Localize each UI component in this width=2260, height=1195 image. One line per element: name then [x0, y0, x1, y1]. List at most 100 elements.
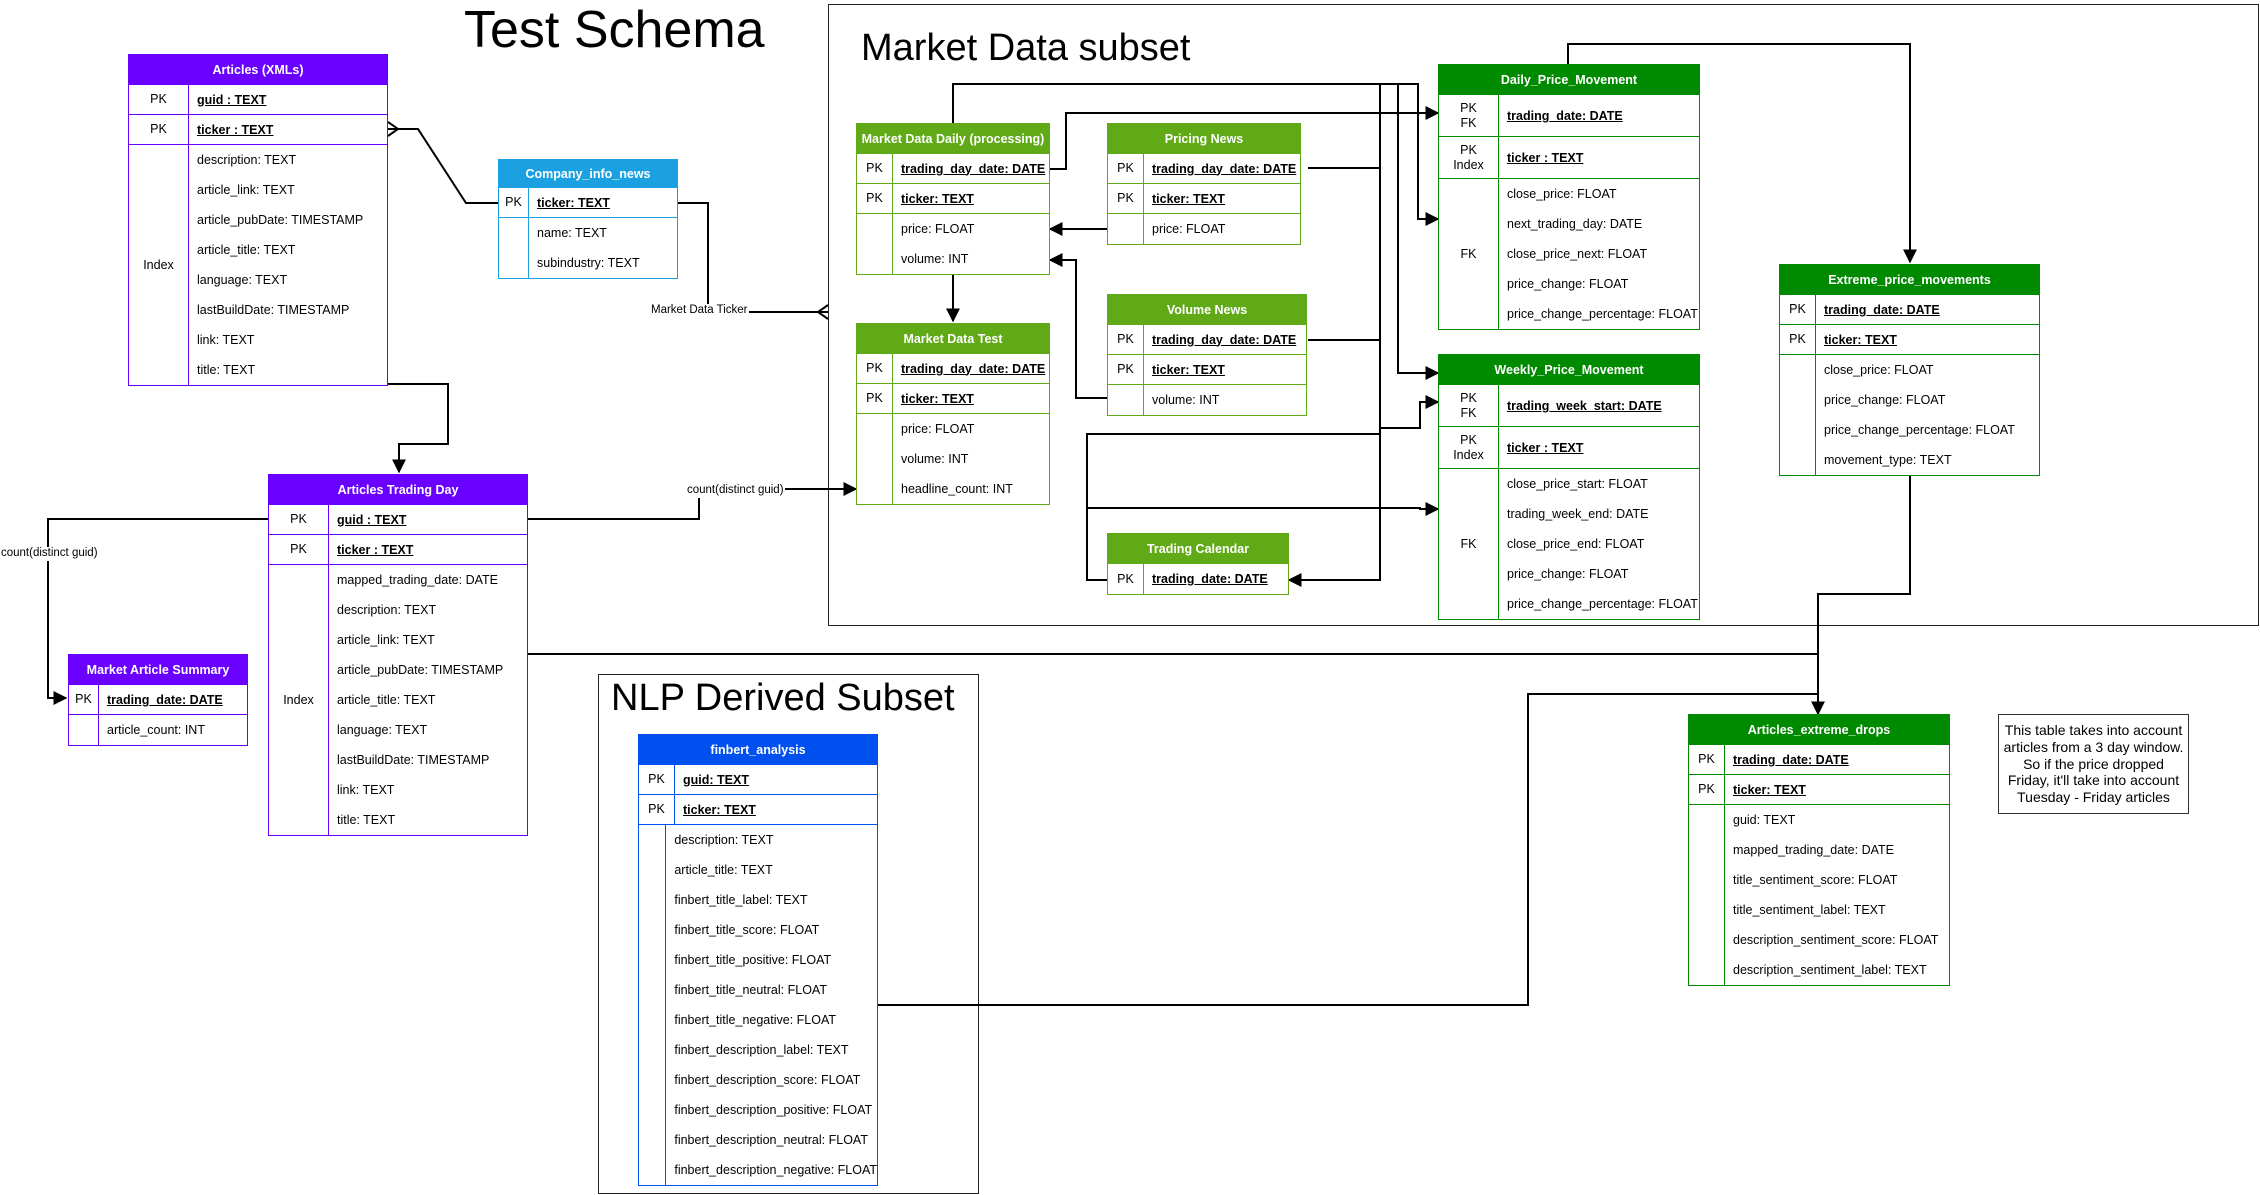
key-cell: PK	[1108, 184, 1144, 213]
field-name: name: TEXT	[537, 226, 607, 240]
key-label: PK	[1698, 782, 1715, 797]
field-name: language: TEXT	[197, 273, 288, 287]
field-name: ticker: TEXT	[683, 802, 756, 817]
table-title: finbert_analysis	[639, 735, 877, 765]
field-name: guid : TEXT	[337, 512, 407, 527]
field-name: trading_day_date: DATE	[1152, 332, 1297, 347]
field-name: close_price_start: FLOAT	[1507, 477, 1648, 491]
key-label: PK	[150, 122, 167, 137]
fields: guid : TEXT	[329, 505, 527, 534]
key-label: PK	[1117, 571, 1134, 586]
key-label: PK	[648, 772, 665, 787]
field-name: price_change_percentage: FLOAT	[1824, 423, 2015, 437]
table-title: Trading Calendar	[1108, 534, 1288, 564]
key-label: FK	[1460, 246, 1477, 261]
field-name: trading_date: DATE	[1507, 108, 1623, 123]
table-title: Articles_extreme_drops	[1689, 715, 1949, 745]
key-cell: PK	[129, 115, 189, 144]
fields: ticker: TEXT	[1144, 355, 1306, 384]
field-name: trading_day_date: DATE	[1152, 161, 1297, 176]
key-label: PK	[75, 692, 92, 707]
key-cell	[1780, 355, 1816, 475]
field-name: trading_date: DATE	[107, 692, 223, 707]
edge-company-market	[678, 202, 828, 313]
field-name: price_change_percentage: FLOAT	[1507, 307, 1698, 321]
field-name: article_count: INT	[107, 723, 205, 737]
fields: mapped_trading_date: DATE description: TE…	[329, 565, 527, 835]
pk-row: PK trading_day_date: DATE	[1108, 154, 1300, 184]
key-label: PK	[866, 161, 883, 176]
field-name: trading_day_date: DATE	[901, 361, 1046, 376]
field-name: ticker: TEXT	[901, 391, 974, 406]
table-title: Extreme_price_movements	[1780, 265, 2039, 295]
key-cell: PK	[269, 505, 329, 534]
fields: ticker: TEXT	[1816, 325, 2039, 354]
nlp-group-title: NLP Derived Subset	[611, 677, 955, 719]
fields: trading_day_date: DATE	[893, 354, 1049, 383]
field-name: ticker : TEXT	[1507, 150, 1584, 165]
key-label: PK	[290, 542, 307, 557]
field-name: description_sentiment_label: TEXT	[1733, 963, 1927, 977]
field-name: price_change: FLOAT	[1824, 393, 1946, 407]
field-name: price: FLOAT	[901, 222, 975, 236]
key-label: FK	[1460, 405, 1477, 420]
key-cell	[1108, 214, 1144, 244]
field-name: description: TEXT	[337, 603, 437, 617]
table-title: Company_info_news	[499, 160, 677, 188]
key-cell: PK	[639, 795, 675, 824]
table-title: Daily_Price_Movement	[1439, 65, 1699, 95]
key-cell: PK	[639, 765, 675, 794]
field-name: trading_week_start: DATE	[1507, 398, 1662, 413]
fields: ticker: TEXT	[675, 795, 877, 824]
fields: trading_date: DATE	[1499, 95, 1699, 136]
table-title: Market Data Test	[857, 324, 1049, 354]
field-name: description_sentiment_score: FLOAT	[1733, 933, 1939, 947]
table-title: Market Data Daily (processing)	[857, 124, 1049, 154]
edge-label-market-data-ticker: Market Data Ticker	[650, 304, 749, 318]
key-label: PK	[866, 391, 883, 406]
edge-label-count-distinct-top: count(distinct guid)	[686, 484, 785, 498]
field-name: movement_type: TEXT	[1824, 453, 1952, 467]
key-cell: PK	[1108, 154, 1144, 183]
key-label: FK	[1460, 536, 1477, 551]
key-cell: PK	[499, 188, 529, 217]
field-name: close_price_end: FLOAT	[1507, 537, 1645, 551]
fields: ticker : TEXT	[1499, 427, 1699, 468]
attr-block: price: FLOAT	[1108, 214, 1300, 244]
field-name: price_change: FLOAT	[1507, 567, 1629, 581]
field-name: finbert_description_score: FLOAT	[674, 1073, 861, 1087]
field-name: mapped_trading_date: DATE	[337, 573, 498, 587]
key-label: PK	[648, 802, 665, 817]
market-data-group-title: Market Data subset	[861, 27, 1191, 69]
edge-articles-trading-day	[388, 383, 449, 474]
pk-row: PK ticker: TEXT	[499, 188, 677, 218]
key-cell: PK	[1108, 564, 1144, 594]
key-label: PK	[1460, 101, 1477, 116]
field-name: ticker: TEXT	[537, 195, 610, 210]
field-name: article_link: TEXT	[337, 633, 435, 647]
attr-block: volume: INT	[1108, 385, 1306, 415]
